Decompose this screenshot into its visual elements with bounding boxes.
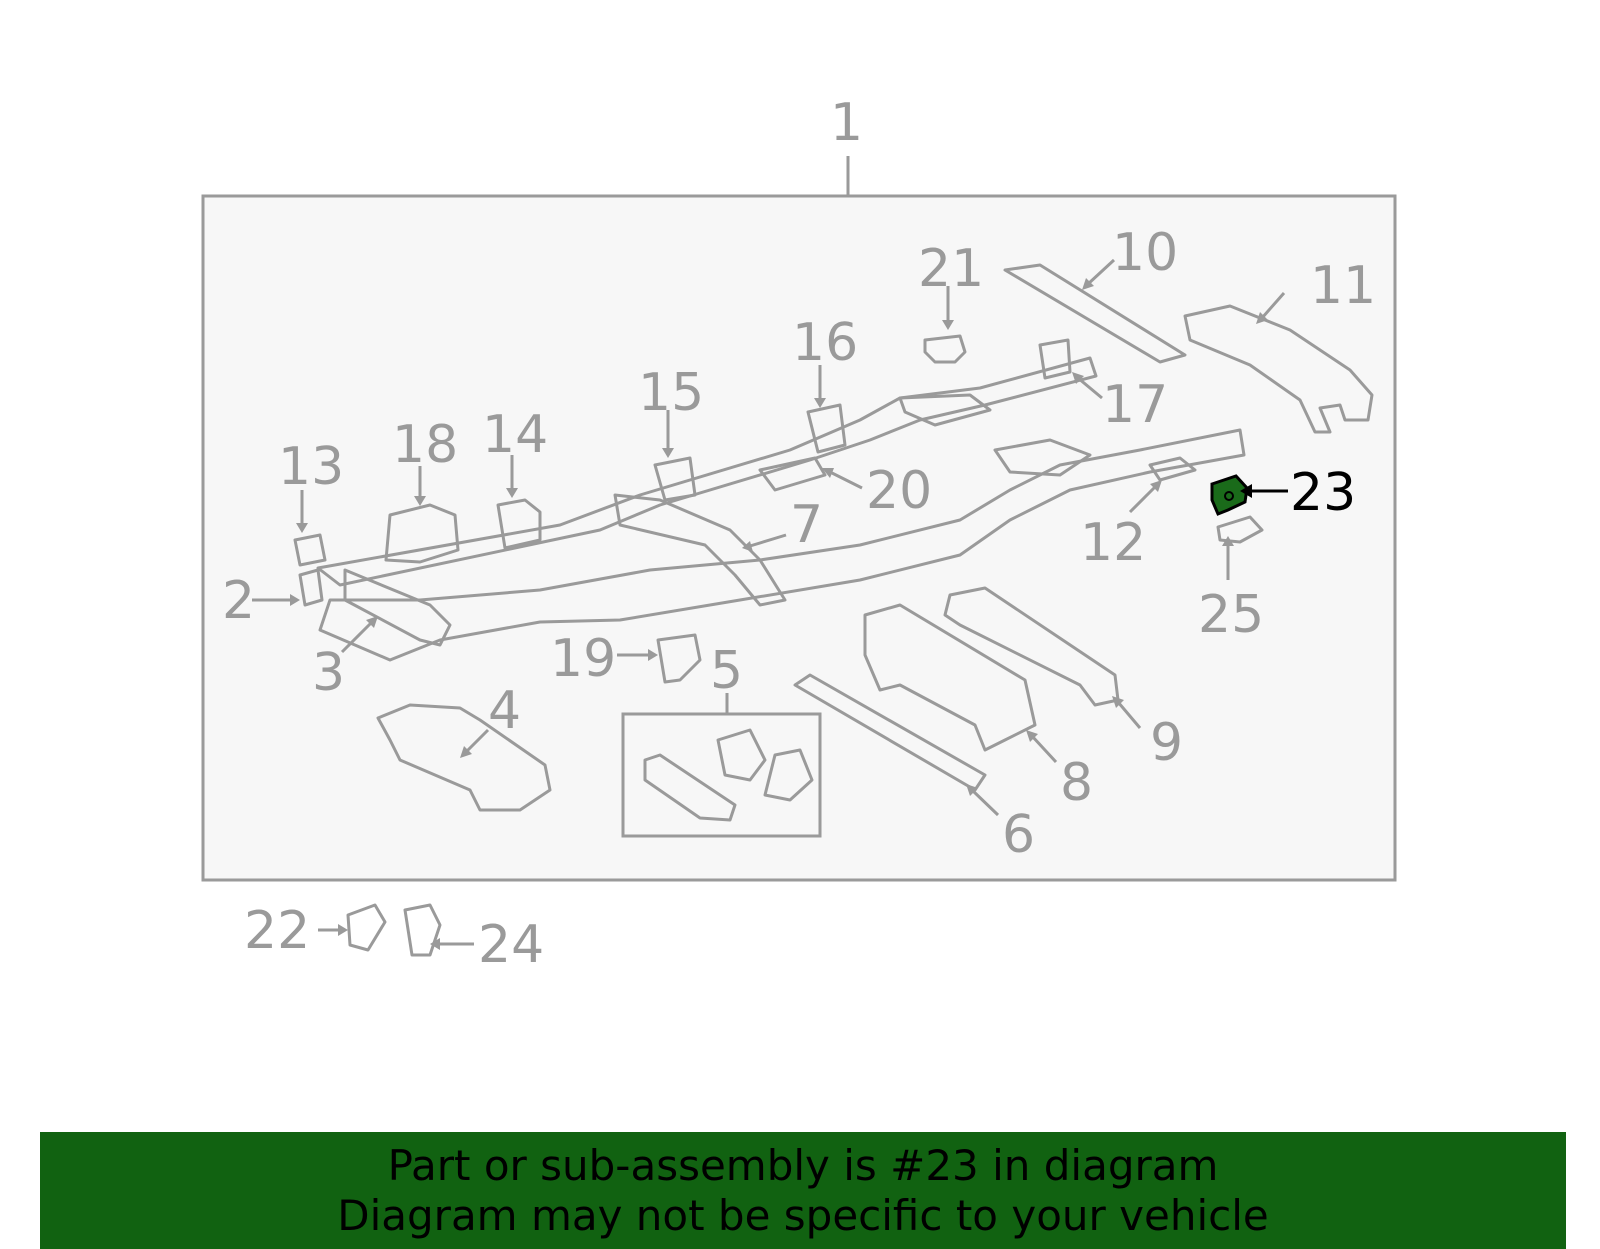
callout-18: 18 xyxy=(392,415,458,475)
part-18-mount xyxy=(384,503,460,564)
callout-2: 2 xyxy=(222,571,255,631)
subassembly-5-box xyxy=(621,712,822,838)
part-9-crossmember xyxy=(943,586,1120,707)
part-8-crossmember xyxy=(863,603,1037,752)
callout-6: 6 xyxy=(1002,805,1035,865)
frame-assembly xyxy=(316,356,1246,662)
part-20-plate xyxy=(758,456,827,492)
assembly-panel xyxy=(201,194,1397,882)
callout-23-highlighted: 23 xyxy=(1290,463,1356,523)
callout-4: 4 xyxy=(488,681,521,741)
callout-10: 10 xyxy=(1112,223,1178,283)
banner-line-part-number: Part or sub-assembly is #23 in diagram xyxy=(387,1140,1219,1190)
part-4-crossmember xyxy=(376,703,552,812)
info-banner: Part or sub-assembly is #23 in diagram D… xyxy=(40,1132,1566,1249)
part-21-grommet xyxy=(923,334,967,364)
callout-24: 24 xyxy=(478,915,544,975)
part-6-crossmember xyxy=(793,673,987,792)
part-17-bracket xyxy=(1038,338,1072,380)
callout-5: 5 xyxy=(710,641,743,701)
callout-8: 8 xyxy=(1060,753,1093,813)
callout-7: 7 xyxy=(790,495,823,555)
callout-11: 11 xyxy=(1310,256,1376,316)
callout-12: 12 xyxy=(1080,513,1146,573)
callout-19: 19 xyxy=(550,629,616,689)
leaders xyxy=(252,258,1288,950)
part-15-bracket xyxy=(653,456,697,502)
callout-17: 17 xyxy=(1102,375,1168,435)
part-12-bracket xyxy=(1148,456,1197,482)
callout-1: 1 xyxy=(830,93,863,153)
part-14-bracket xyxy=(496,498,542,550)
part-5-piece-c xyxy=(763,748,814,802)
part-5-piece-a xyxy=(643,753,737,822)
callout-25: 25 xyxy=(1198,585,1264,645)
part-23-hole xyxy=(1224,491,1234,501)
callout-14: 14 xyxy=(482,405,548,465)
part-19-bracket xyxy=(656,633,702,684)
part-16-bracket xyxy=(806,403,847,454)
part-22-bracket xyxy=(346,903,387,952)
part-2-bracket xyxy=(298,568,324,607)
callout-9: 9 xyxy=(1150,713,1183,773)
callout-16: 16 xyxy=(792,313,858,373)
callout-20: 20 xyxy=(866,461,932,521)
banner-line-disclaimer: Diagram may not be specific to your vehi… xyxy=(337,1190,1269,1240)
part-13-bracket xyxy=(293,533,327,567)
part-24-bracket xyxy=(403,903,442,957)
part-10-crossmember xyxy=(1003,263,1187,364)
callout-13: 13 xyxy=(278,437,344,497)
part-11-rail-section xyxy=(1183,304,1374,434)
callout-15: 15 xyxy=(638,363,704,423)
part-25-washer xyxy=(1216,515,1264,544)
callout-21: 21 xyxy=(918,239,984,299)
part-5-piece-b xyxy=(716,728,767,782)
callout-3: 3 xyxy=(312,643,345,703)
callout-22: 22 xyxy=(244,901,310,961)
part-23-bracket-highlighted[interactable] xyxy=(1210,474,1249,516)
